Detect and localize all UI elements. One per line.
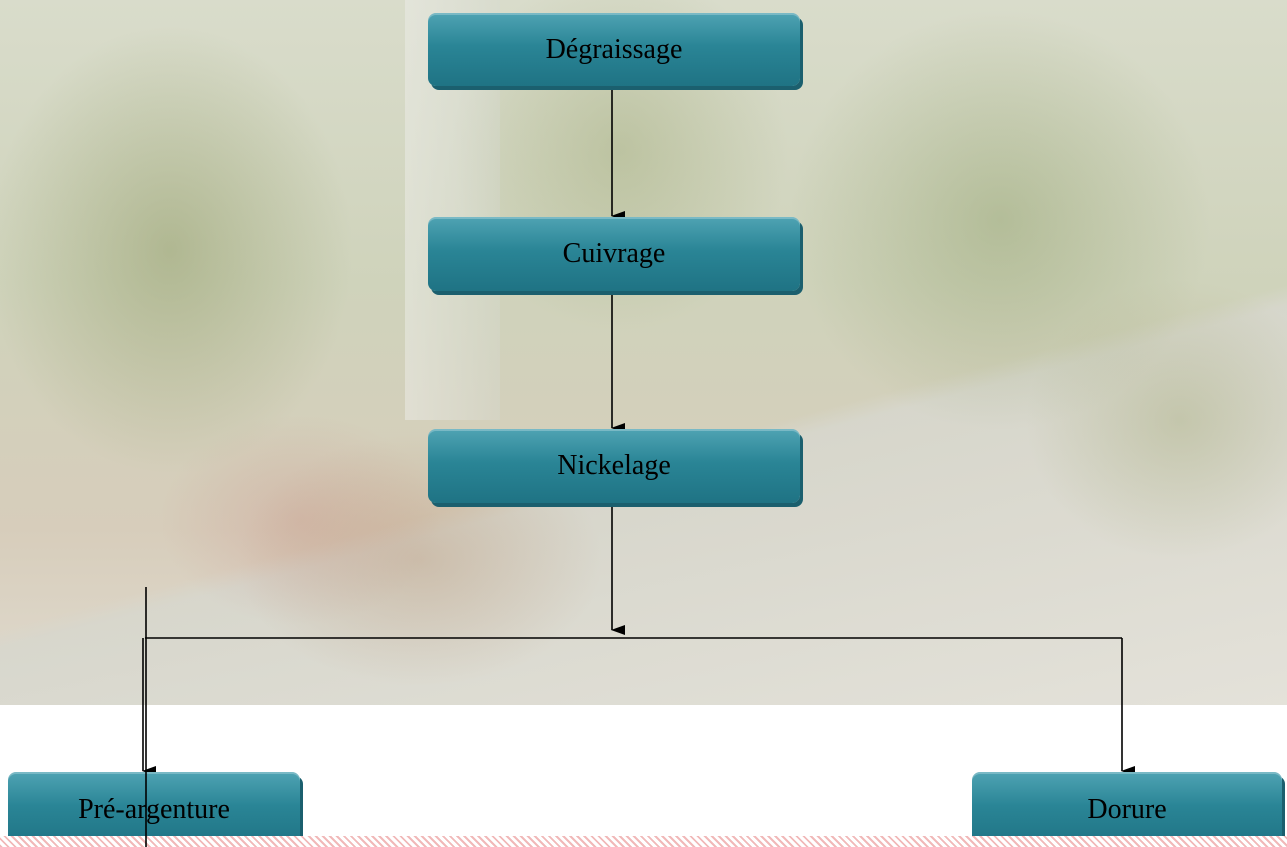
- node-degraissage: Dégraissage: [428, 13, 800, 86]
- node-cuivrage-label: Cuivrage: [562, 238, 666, 269]
- node-degraissage-label: Dégraissage: [545, 33, 683, 65]
- node-nickelage: Nickelage: [428, 429, 800, 503]
- node-cuivrage: Cuivrage: [428, 217, 800, 291]
- decorative-stripe: [0, 836, 1287, 847]
- node-pre-argenture-label: Pré-argenture: [78, 793, 230, 825]
- background-photo: [0, 0, 1287, 705]
- node-nickelage-label: Nickelage: [557, 450, 671, 481]
- node-dorure-label: Dorure: [1087, 793, 1167, 825]
